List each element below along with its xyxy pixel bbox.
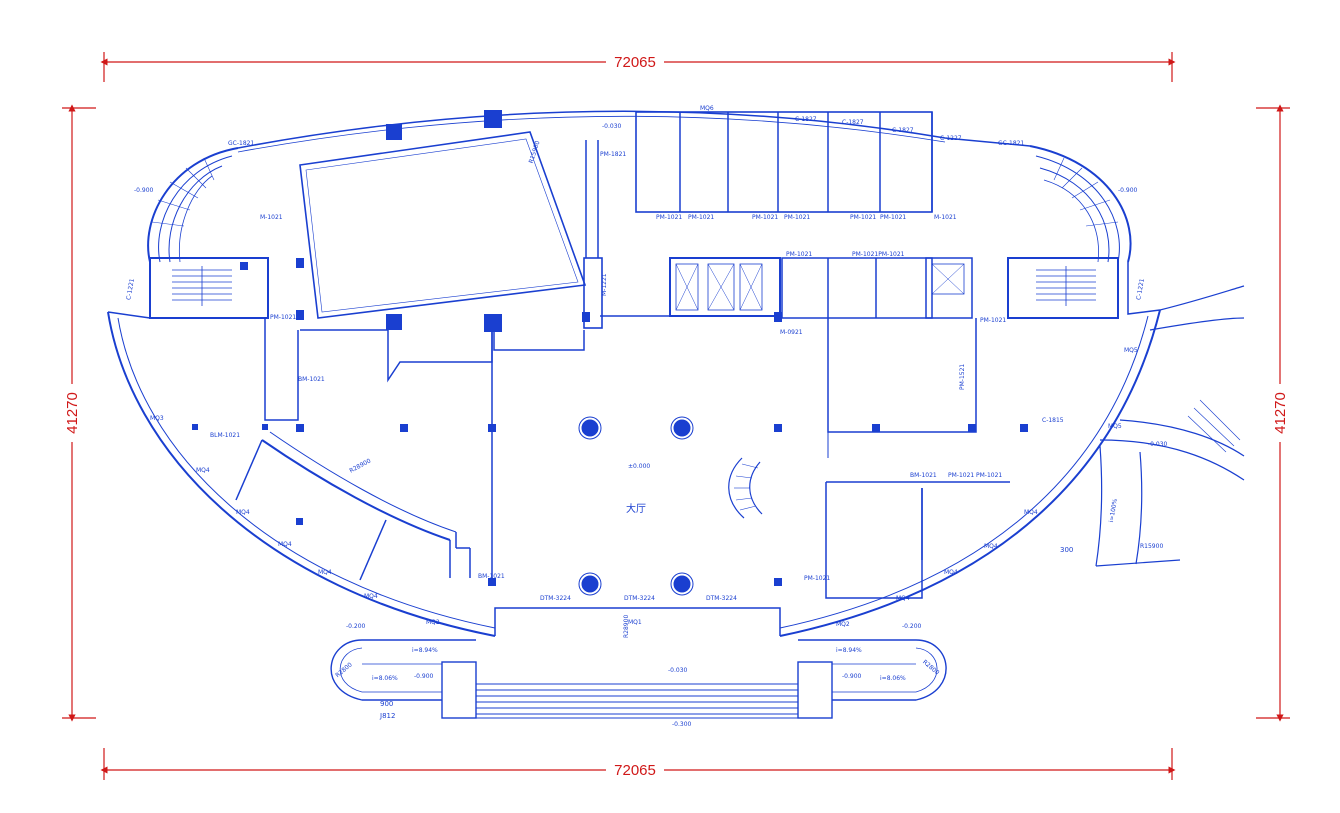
left-stair bbox=[172, 266, 232, 306]
entrance-steps bbox=[330, 639, 947, 719]
right-stair bbox=[1036, 266, 1096, 306]
window-c1221-right: C-1221 bbox=[1135, 278, 1146, 301]
curtain-mq5-2: MQ5 bbox=[1108, 423, 1122, 430]
door-dtm-left: DTM-3224 bbox=[540, 595, 571, 602]
curtain-mq2-right: MQ2 bbox=[836, 621, 850, 628]
door-pm-row-5: PM-1021 bbox=[850, 214, 876, 221]
door-gc-left: GC-1821 bbox=[228, 140, 254, 147]
room-hall: 大厅 bbox=[626, 502, 646, 515]
dim-top-width: 72065 bbox=[614, 54, 656, 71]
level-hall: ±0.000 bbox=[628, 463, 650, 470]
curtain-mq4-7: MQ4 bbox=[944, 569, 958, 576]
level-entrance: -0.030 bbox=[668, 667, 688, 674]
curtain-mq4-4: MQ4 bbox=[318, 569, 332, 576]
building-outline bbox=[107, 110, 1161, 637]
level-ramp-left: -0.200 bbox=[346, 623, 366, 630]
window-c1227: C-1227 bbox=[940, 135, 962, 142]
radius-ramp-right: R2800 bbox=[921, 659, 941, 677]
level-ramp-right: -0.200 bbox=[902, 623, 922, 630]
curtain-mq4-8: MQ4 bbox=[984, 543, 998, 550]
ramp-code: J812 bbox=[379, 712, 395, 720]
slope-ramp-right: i=8.94% bbox=[836, 647, 862, 654]
dim-right-depth: 41270 bbox=[1272, 392, 1289, 434]
door-pm-right-room: PM-1521 bbox=[959, 364, 966, 390]
door-pm-row-3: PM-1021 bbox=[752, 214, 778, 221]
slope-ramp-left: i=8.94% bbox=[412, 647, 438, 654]
level-ramp-low-left: -0.900 bbox=[414, 673, 434, 680]
door-pm-row-4: PM-1021 bbox=[784, 214, 810, 221]
door-m1021-left: M-1021 bbox=[260, 214, 283, 221]
door-bm-bottom: BM-1021 bbox=[478, 573, 505, 580]
radius-entrance: R28900 bbox=[623, 615, 630, 638]
slope-step-right: i=8.06% bbox=[880, 675, 906, 682]
window-c1827-a: C-1827 bbox=[795, 116, 817, 123]
door-dtm-right: DTM-3224 bbox=[706, 595, 737, 602]
curtain-mq4-9: MQ4 bbox=[1024, 509, 1038, 516]
bridge-slope: i=100% bbox=[1108, 498, 1119, 523]
door-bm-right: BM-1021 bbox=[910, 472, 937, 479]
slope-step-left: i=8.06% bbox=[372, 675, 398, 682]
curtain-mq5-1: MQ5 bbox=[1124, 347, 1138, 354]
door-pm-mid2: PM-1021PM-1021 bbox=[852, 251, 905, 258]
level-top: -0.030 bbox=[602, 123, 622, 130]
door-pm-row-6: PM-1021 bbox=[880, 214, 906, 221]
right-bridge bbox=[1095, 285, 1245, 567]
level-right: -0.900 bbox=[1118, 187, 1138, 194]
curtain-mq4-1: MQ4 bbox=[196, 467, 210, 474]
door-pm-mid: PM-1021 bbox=[786, 251, 812, 258]
door-pm-r3: PM-1021 bbox=[976, 472, 1002, 479]
door-pm-row-1: PM-1021 bbox=[656, 214, 682, 221]
door-m1021-right: M-1021 bbox=[934, 214, 957, 221]
curtain-mq1: MQ1 bbox=[628, 619, 642, 626]
door-bm-left: BM-1021 bbox=[298, 376, 325, 383]
wall-columns bbox=[296, 424, 976, 586]
door-pm-row-2: PM-1021 bbox=[688, 214, 714, 221]
ramp-note: 900 bbox=[380, 700, 393, 708]
curtain-mq4-5: MQ4 bbox=[364, 593, 378, 600]
dim-left-depth: 41270 bbox=[64, 392, 81, 434]
level-left: -0.900 bbox=[134, 187, 154, 194]
spiral-stair bbox=[728, 457, 763, 519]
door-blm: BLM-1021 bbox=[210, 432, 240, 439]
door-pm-top: PM-1821 bbox=[600, 151, 626, 158]
level-bridge: -0.030 bbox=[1148, 441, 1168, 448]
door-gc-right: GC-1821 bbox=[998, 140, 1024, 147]
door-pm-stair-right: PM-1021 bbox=[980, 317, 1006, 324]
radius-wall: R28900 bbox=[348, 457, 372, 474]
rotunda-steps bbox=[151, 157, 1119, 227]
door-m1221: M-1221 bbox=[601, 273, 608, 296]
door-pm-bottom-right: PM-1021 bbox=[804, 575, 830, 582]
door-pm-stair-left: PM-1021 bbox=[270, 314, 296, 321]
door-m0921: M-0921 bbox=[780, 329, 803, 336]
level-ramp-low-right: -0.900 bbox=[842, 673, 862, 680]
window-c1827-b: C-1827 bbox=[842, 119, 864, 126]
window-c1221-left: C-1221 bbox=[125, 278, 136, 301]
columns bbox=[192, 110, 1028, 525]
bridge-length: 300 bbox=[1060, 546, 1073, 554]
curtain-mq2-left: MQ2 bbox=[426, 619, 440, 626]
curtain-mq4-2: MQ4 bbox=[236, 509, 250, 516]
window-c1827-c: C-1827 bbox=[892, 127, 914, 134]
curtain-mq4-3: MQ4 bbox=[278, 541, 292, 548]
window-c1815: C-1815 bbox=[1042, 417, 1064, 424]
curtain-mq4-6: MQ4 bbox=[896, 595, 910, 602]
level-bottom: -0.300 bbox=[672, 721, 692, 728]
door-pm-r2: PM-1021 bbox=[948, 472, 974, 479]
dim-bottom-width: 72065 bbox=[614, 762, 656, 779]
round-columns bbox=[578, 416, 694, 596]
radius-bridge: R15900 bbox=[1140, 543, 1163, 550]
door-dtm-mid: DTM-3224 bbox=[624, 595, 655, 602]
curtain-mq3: MQ3 bbox=[150, 415, 164, 422]
radius-ramp-left: R2800 bbox=[334, 661, 354, 679]
curtain-mq6: MQ6 bbox=[700, 105, 714, 112]
interior-walls bbox=[149, 111, 1119, 599]
